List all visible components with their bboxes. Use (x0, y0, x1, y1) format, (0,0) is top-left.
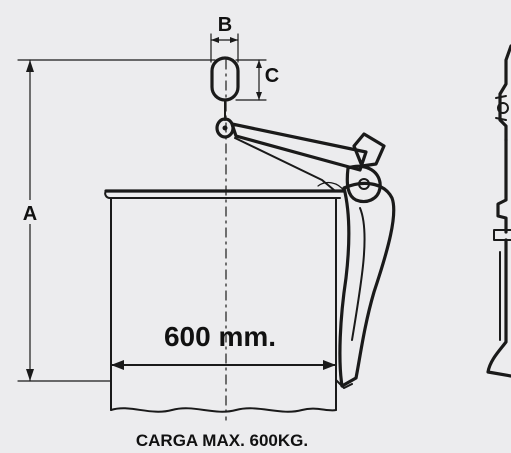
jaw-inner-line (351, 207, 366, 341)
dimension-width: 600 mm. (110, 321, 337, 370)
side-view-ring (498, 44, 511, 142)
side-view-foot (486, 238, 511, 378)
clamp-handle (352, 132, 386, 168)
side-view-arm (496, 138, 508, 234)
drum-lip (317, 181, 345, 192)
width-label: 600 mm. (164, 321, 276, 352)
dim-c-label: C (265, 65, 279, 87)
lever-link (234, 137, 335, 191)
dimension-b: B (210, 14, 239, 63)
dimension-a: A (17, 59, 216, 382)
dim-a-label: A (23, 203, 37, 225)
dim-b-label: B (218, 14, 232, 36)
jaw-body (338, 181, 396, 388)
lever-arm (230, 122, 368, 191)
drum-bottom-break (110, 407, 337, 413)
side-view (486, 44, 511, 378)
dimension-c: C (235, 59, 279, 101)
jaw-foot (335, 379, 353, 389)
capacity-caption: CARGA MAX. 600KG. (136, 431, 308, 450)
drum (104, 181, 346, 413)
clamp-head (345, 132, 386, 204)
dim-a-arrow-top (26, 60, 34, 72)
clamp-cam (345, 164, 382, 204)
lever-bar (230, 122, 368, 172)
dim-a-arrow-bottom (26, 369, 34, 381)
clamp-jaw (335, 181, 396, 389)
ring-outer (210, 56, 240, 102)
